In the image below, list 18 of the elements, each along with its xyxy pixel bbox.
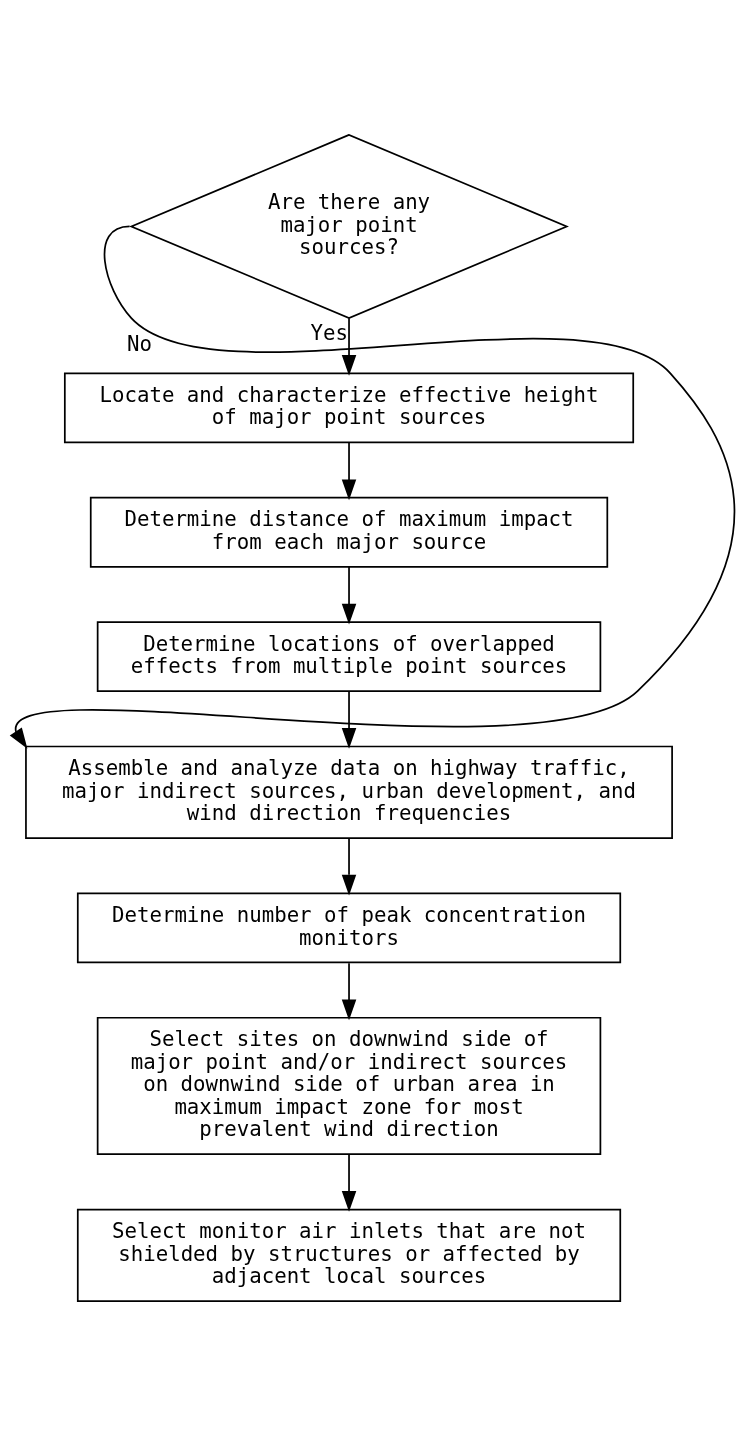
node-box: Select sites on downwind side of major point and/or indirect sources on downwind side of urban area in maximum impact zone for most prevalent wind direction: [96, 1016, 602, 1155]
arrow: [341, 837, 357, 895]
node-box: Assemble and analyze data on highway traffic, major indirect sources, urban development, and wind direction frequencies: [25, 745, 673, 839]
arrow: [341, 441, 357, 500]
arrow: [341, 565, 357, 625]
edge-label: No: [127, 331, 153, 356]
node-box: Determine distance of maximum impact from each major source: [89, 496, 609, 568]
arrow: [341, 961, 357, 1020]
arrow: [341, 690, 357, 749]
node-diamond: Are there any major point sources?: [129, 133, 569, 319]
arrow: [9, 225, 735, 749]
node-box: Determine number of peak concentration monitors: [76, 892, 622, 963]
node-box: Select monitor air inlets that are not shielded by structures or affected by adjacent local sources: [76, 1208, 622, 1302]
edge-label: Yes: [310, 320, 348, 345]
arrow: [341, 316, 357, 376]
arrow: [341, 1153, 357, 1212]
node-box: Determine locations of overlapped effects from multiple point sources: [96, 620, 602, 692]
node-box: Locate and characterize effective height of major point sources: [63, 371, 635, 443]
